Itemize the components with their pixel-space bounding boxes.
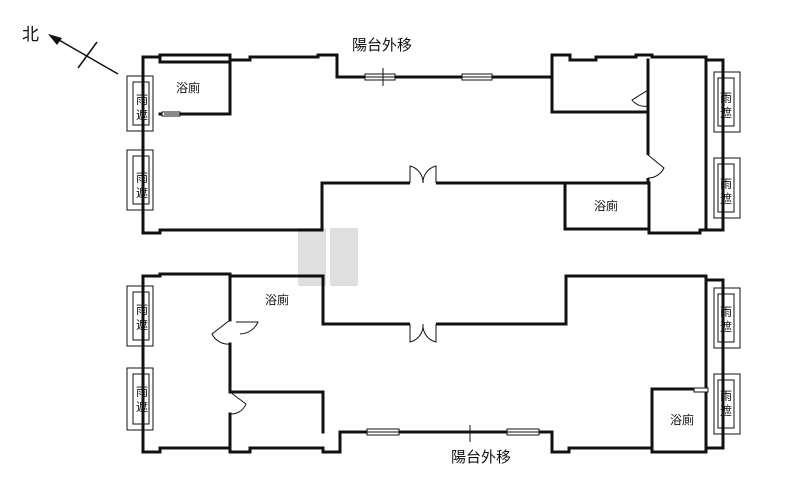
rain-shelter-label: 雨遮 <box>136 303 148 332</box>
rain-shelter-label: 雨遮 <box>720 177 732 206</box>
rain-shelter-label: 雨遮 <box>136 93 148 122</box>
watermark <box>298 228 358 286</box>
bottom-right-shelter-1 <box>713 287 741 349</box>
top-left-bath-label: 浴廁 <box>176 80 200 95</box>
bottom-door-2 <box>236 321 259 335</box>
top-right-shelter-1 <box>713 71 741 133</box>
top-double-door <box>409 165 437 188</box>
bottom-left-bath-label: 浴廁 <box>265 292 289 307</box>
rain-shelter-label: 雨遮 <box>136 385 148 414</box>
north-label: 北 <box>22 25 39 45</box>
top-unit: 浴廁 浴廁 雨遮 雨遮 雨遮 雨遮 陽台外移 <box>126 36 741 235</box>
top-right-shelter-2 <box>713 157 741 219</box>
north-arrow-icon <box>48 34 119 75</box>
balcony-bottom-label: 陽台外移 <box>451 448 511 466</box>
balcony-top-label: 陽台外移 <box>352 36 412 54</box>
bottom-left-shelter-1 <box>126 285 154 347</box>
top-right-partition <box>550 58 650 114</box>
top-left-bath-wall <box>158 55 232 116</box>
bottom-right-shelter-2 <box>713 373 741 435</box>
top-door-2 <box>647 154 665 179</box>
top-door-1 <box>631 89 649 107</box>
top-right-bath-label: 浴廁 <box>594 198 618 213</box>
bottom-door-1 <box>211 319 231 345</box>
top-left-shelter-1 <box>126 75 154 132</box>
rain-shelter-label: 雨遮 <box>720 389 732 418</box>
bottom-double-door <box>409 319 437 343</box>
bottom-right-bath-wall <box>650 387 708 450</box>
bottom-left-shelter-2 <box>126 367 154 431</box>
rain-shelter-label: 雨遮 <box>136 171 148 200</box>
bottom-right-bath-label: 浴廁 <box>670 412 694 427</box>
bottom-unit: 浴廁 浴廁 雨遮 雨遮 雨遮 雨遮 陽台外移 <box>126 272 741 466</box>
bottom-door-3 <box>229 391 247 415</box>
rain-shelter-label: 雨遮 <box>720 305 732 334</box>
top-left-shelter-2 <box>126 149 154 211</box>
rain-shelter-label: 雨遮 <box>720 91 732 120</box>
